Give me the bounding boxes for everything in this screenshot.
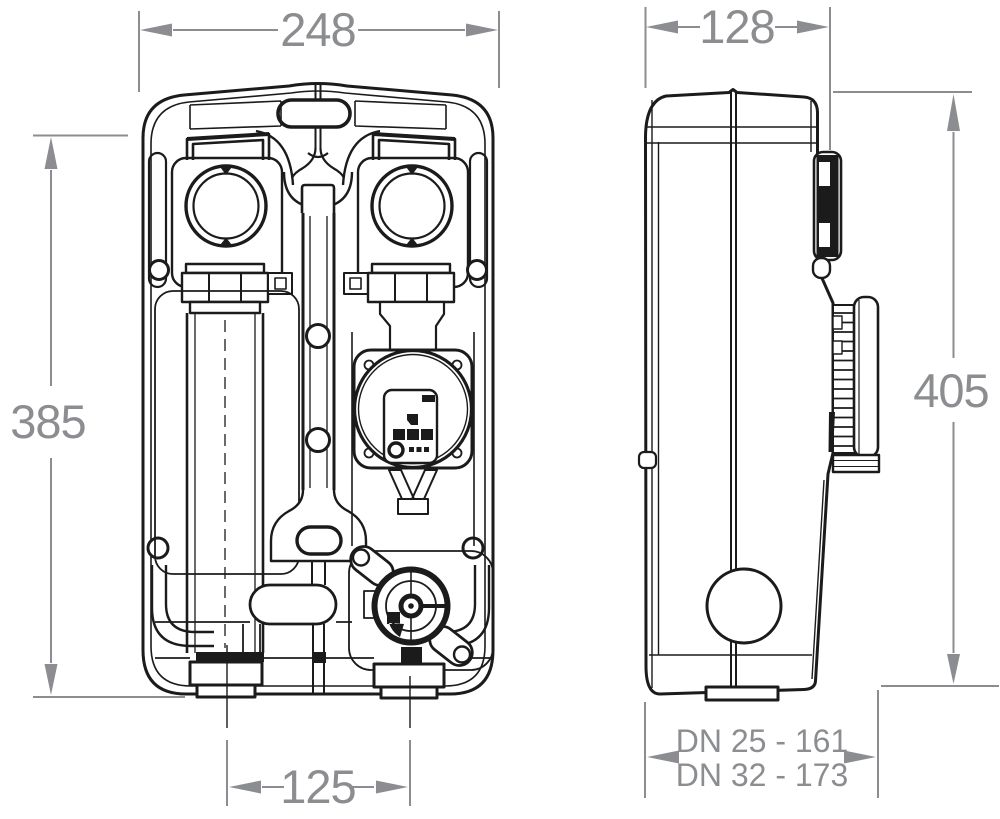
mixer-hub-dot — [408, 603, 414, 609]
pipe-sleeve — [248, 583, 338, 626]
bracket-slot-lower — [817, 221, 832, 249]
mixer-scale-mark — [387, 612, 404, 637]
bracket-hook — [811, 256, 832, 280]
pump-fin-shadow — [828, 412, 835, 452]
left-elbow — [150, 565, 214, 648]
bracket-slot-upper — [817, 160, 832, 188]
dim-front-height-label: 385 — [10, 395, 85, 448]
right-union-nut — [366, 262, 456, 352]
left-nut-body — [180, 271, 270, 304]
return-pipe-column — [154, 290, 300, 699]
side-knob — [705, 567, 783, 645]
bypass-stub-ports — [274, 277, 362, 290]
pump-fins — [833, 312, 856, 447]
wall-bracket — [811, 150, 843, 280]
left-valve-side-strip — [147, 151, 168, 289]
dim-front-height-lines — [33, 134, 185, 698]
right-valve-cap-top — [372, 132, 456, 141]
left-union-nut — [180, 262, 270, 315]
dim-side-depth-lines — [644, 7, 831, 150]
strut-screw-upper — [305, 323, 331, 349]
dim-front-height: 385 — [10, 134, 185, 698]
right-valve-side-strip — [468, 151, 489, 289]
pump-side — [828, 295, 881, 474]
front-view — [141, 82, 495, 728]
strut-screw-lower — [305, 427, 331, 453]
bottom-port-left — [188, 660, 264, 687]
left-nut-washer-top — [184, 262, 266, 275]
screw-boss-bottom-right — [461, 536, 485, 560]
front-parting-line — [314, 84, 322, 148]
dim-front-width: 248 — [138, 3, 500, 92]
screw-boss-top-right — [466, 259, 488, 281]
pump-neck — [378, 300, 446, 352]
dim-front-width-label: 248 — [280, 3, 355, 56]
mixer-lug-lower-hole — [452, 645, 472, 664]
strut-collar — [300, 183, 336, 213]
dim-port-spacing-lines — [226, 740, 411, 806]
column-seal-band — [196, 652, 264, 662]
pump-button — [387, 441, 405, 459]
strut-walls — [301, 213, 336, 490]
wall-mount-slot — [295, 525, 343, 556]
dim-overall-height-label: 405 — [913, 364, 988, 417]
pump-label-glyphs — [393, 395, 435, 452]
pump-clamp-lines — [833, 460, 879, 467]
left-valve-cap-top — [186, 132, 270, 141]
left-ball-valve — [147, 132, 284, 289]
screw-bosses — [146, 259, 488, 560]
dim-port-spacing: 125 — [226, 740, 411, 813]
dim-side-depth: 128 — [644, 0, 831, 150]
dimensions: 248 128 385 405 125 DN 25 - 161 DN 32 - — [10, 0, 999, 813]
dim-overall-height-lines — [833, 91, 999, 687]
dim-front-width-lines — [138, 11, 500, 92]
center-strut — [269, 183, 368, 694]
left-valve-handle-outer — [184, 164, 268, 248]
left-nut-washer-bottom — [188, 300, 262, 315]
bottom-port-right-lip — [379, 685, 439, 700]
dim-depth-note-label-1: DN 25 - 161 — [676, 723, 849, 759]
dim-depth-note-label-2: DN 32 - 173 — [676, 757, 849, 793]
right-nut-washer-top — [370, 262, 452, 275]
pump-fin-notch-lower — [832, 340, 843, 355]
dim-depth-note-lines — [644, 690, 879, 798]
dim-port-spacing-label: 125 — [280, 760, 355, 813]
side-foot — [704, 685, 780, 702]
front-center-trumpet — [290, 147, 346, 179]
dim-overall-height: 405 — [833, 91, 999, 687]
pump — [352, 348, 474, 515]
mixer-lug-upper-hole — [351, 548, 371, 567]
column-pocket — [154, 290, 300, 575]
dim-depth-note: DN 25 - 161 DN 32 - 173 — [644, 690, 879, 798]
port-center-lines — [226, 645, 411, 728]
right-nut-facets — [394, 273, 428, 302]
bottom-port-right — [372, 662, 446, 689]
side-clip — [637, 450, 658, 470]
pump-clamp-bar — [831, 453, 881, 474]
bottom-port-left-lip — [195, 683, 257, 699]
right-valve-handle-outer — [370, 164, 454, 248]
side-view — [637, 88, 881, 702]
left-nut-facets — [208, 273, 242, 302]
front-top-panel-lines — [189, 100, 447, 130]
pump-pocket-walls — [351, 332, 475, 546]
front-top-handle-slot — [276, 98, 352, 129]
pump-linkage — [388, 469, 438, 515]
side-contour-lines — [646, 100, 825, 688]
dim-side-depth-label: 128 — [699, 0, 774, 53]
right-nut-body — [366, 271, 456, 304]
mixing-valve — [349, 545, 474, 700]
pump-cap-side — [852, 295, 880, 459]
strut-lower-lines — [311, 561, 326, 694]
screw-boss-top-left — [148, 259, 170, 281]
bottom-manifold — [150, 332, 491, 659]
pump-fin-notch-upper — [832, 315, 843, 330]
screw-boss-bottom-left — [146, 536, 170, 560]
side-shell-outline — [643, 88, 835, 696]
